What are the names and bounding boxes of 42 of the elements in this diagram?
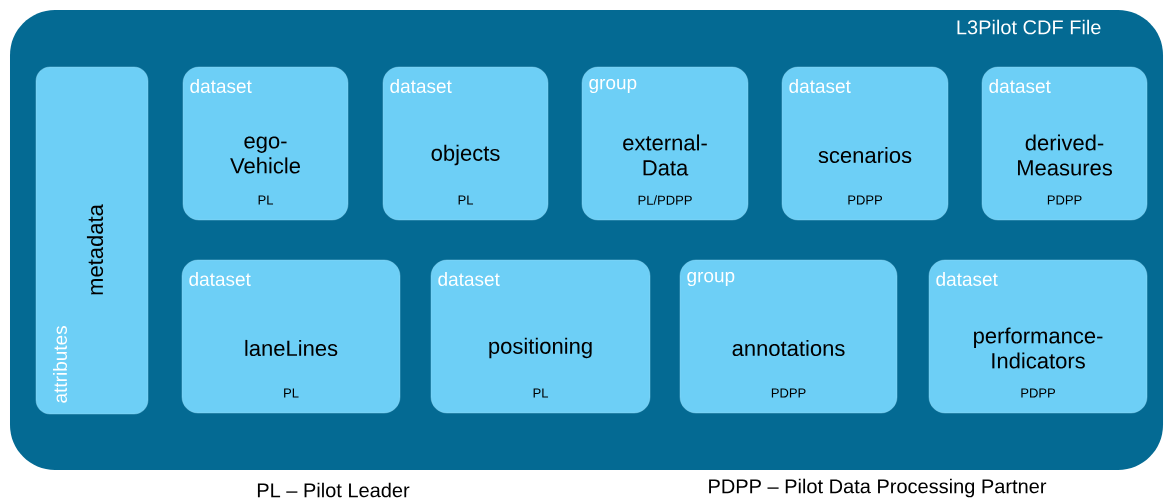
owner-label: PL: [284, 388, 299, 398]
dataset-name: performance-Indicators: [974, 327, 1103, 369]
type-label: dataset: [190, 79, 252, 93]
type-label: dataset: [438, 272, 500, 286]
type-label: dataset: [390, 79, 452, 93]
dataset-card: [581, 66, 749, 221]
panel-subtitle: attributes: [53, 326, 67, 403]
type-label: group: [687, 271, 735, 287]
type-label: dataset: [936, 272, 998, 286]
metadata-panel: [35, 66, 149, 415]
legend-note: PDPP – Pilot Data Processing Partner: [709, 478, 1047, 498]
dataset-name: objects: [431, 144, 500, 166]
dataset-card: [181, 259, 401, 414]
owner-label: PDPP: [1021, 388, 1056, 398]
type-label: group: [589, 78, 637, 94]
dataset-name: annotations: [732, 339, 845, 357]
dataset-card: [781, 66, 949, 221]
type-label: dataset: [989, 79, 1051, 93]
dataset-card: [430, 259, 651, 414]
legend-note: PL – Pilot Leader: [257, 482, 410, 498]
dataset-card: [679, 259, 898, 414]
dataset-card: [182, 66, 349, 221]
dataset-card: [382, 66, 549, 221]
dataset-name: laneLines: [245, 339, 338, 357]
owner-label: PDPP: [771, 388, 806, 398]
owner-label: PDPP: [848, 195, 882, 205]
dataset-name: external-Data: [623, 134, 707, 176]
owner-label: PDPP: [1047, 195, 1082, 205]
dataset-name: scenarios: [818, 146, 912, 164]
dataset-card: [981, 66, 1148, 221]
container-title: L3Pilot CDF File: [957, 19, 1101, 35]
type-label: dataset: [789, 79, 851, 93]
type-label: dataset: [189, 272, 251, 286]
dataset-name: ego-Vehicle: [230, 136, 300, 174]
dataset-name: positioning: [489, 337, 592, 359]
panel-title: metadata: [86, 204, 104, 295]
dataset-name: derived-Measures: [1018, 134, 1112, 176]
owner-label: PL: [458, 195, 474, 205]
dataset-card: [928, 259, 1148, 414]
owner-label: PL/PDPP: [638, 195, 692, 205]
owner-label: PL: [533, 388, 549, 398]
owner-label: PL: [258, 195, 274, 205]
